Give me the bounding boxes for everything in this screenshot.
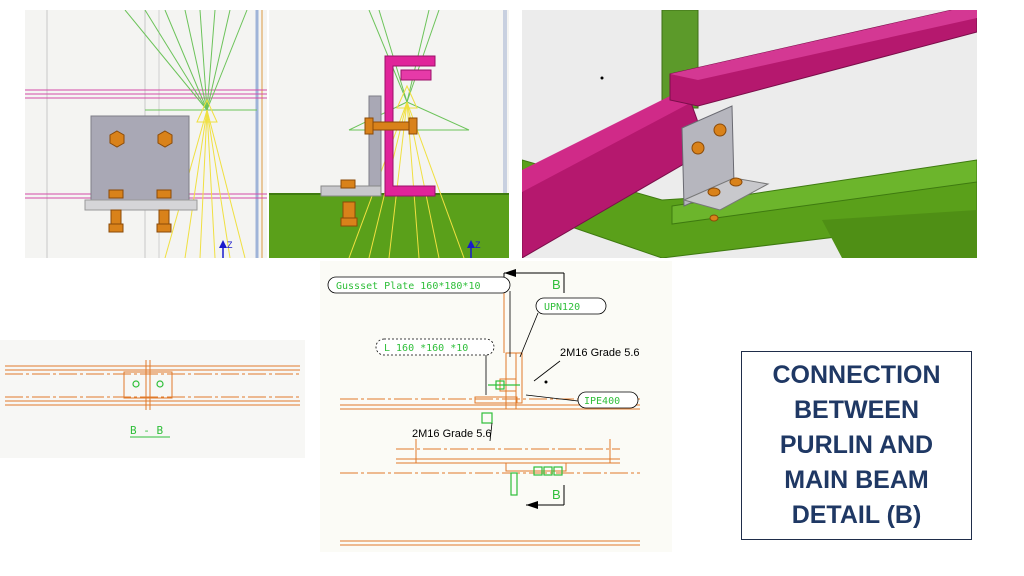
bolt [157,130,173,148]
gusset-plate [90,115,190,201]
angle-flange [84,199,198,211]
section-label: B - B [130,424,163,437]
section-marker-bottom: B [552,487,561,502]
side-3d-drawing: Z [269,10,509,258]
section-b-b-drawing: B - B [5,360,300,438]
gusset-plate [368,95,382,187]
lower-bolts [108,189,172,233]
side-3d-view: Z [269,10,509,258]
angle [320,185,382,197]
channel-label: UPN120 [544,302,580,313]
bolt-markers [481,380,563,496]
bolts-bottom-label: 2M16 Grade 5.6 [412,428,492,440]
front-3d-view: Z [25,10,267,258]
angle-flange [682,177,770,211]
detail-drawing: B B Gussset Plate 160*180*10 UPN120 L 16… [320,261,672,552]
section-b-b-view: B - B [0,340,305,458]
title-box: CONNECTION BETWEEN PURLIN AND MAIN BEAM … [741,351,972,540]
angle-label: L 160 *160 *10 [384,343,468,354]
bolts-top-label: 2M16 Grade 5.6 [560,347,640,359]
front-3d-drawing: Z [25,10,267,258]
axis-indicator: Z [219,240,233,258]
bolts [340,117,418,227]
section-marker-top: B [552,277,561,292]
beam-label: IPE400 [584,396,620,407]
bolts [691,123,743,222]
iso-3d-drawing [522,10,977,258]
detail-drawing-svg: B B Gussset Plate 160*180*10 UPN120 L 16… [327,269,640,546]
iso-3d-view [522,10,977,258]
axis-label: Z [227,240,233,250]
gusset-plate-label: Gussset Plate 160*180*10 [336,281,481,292]
drawing-title: CONNECTION BETWEEN PURLIN AND MAIN BEAM … [772,361,941,529]
upn-channel [384,55,436,197]
main-beam-top [269,194,509,258]
axis-label: Z [475,240,481,250]
axis-indicator: Z [467,240,481,258]
bolt [109,130,125,148]
